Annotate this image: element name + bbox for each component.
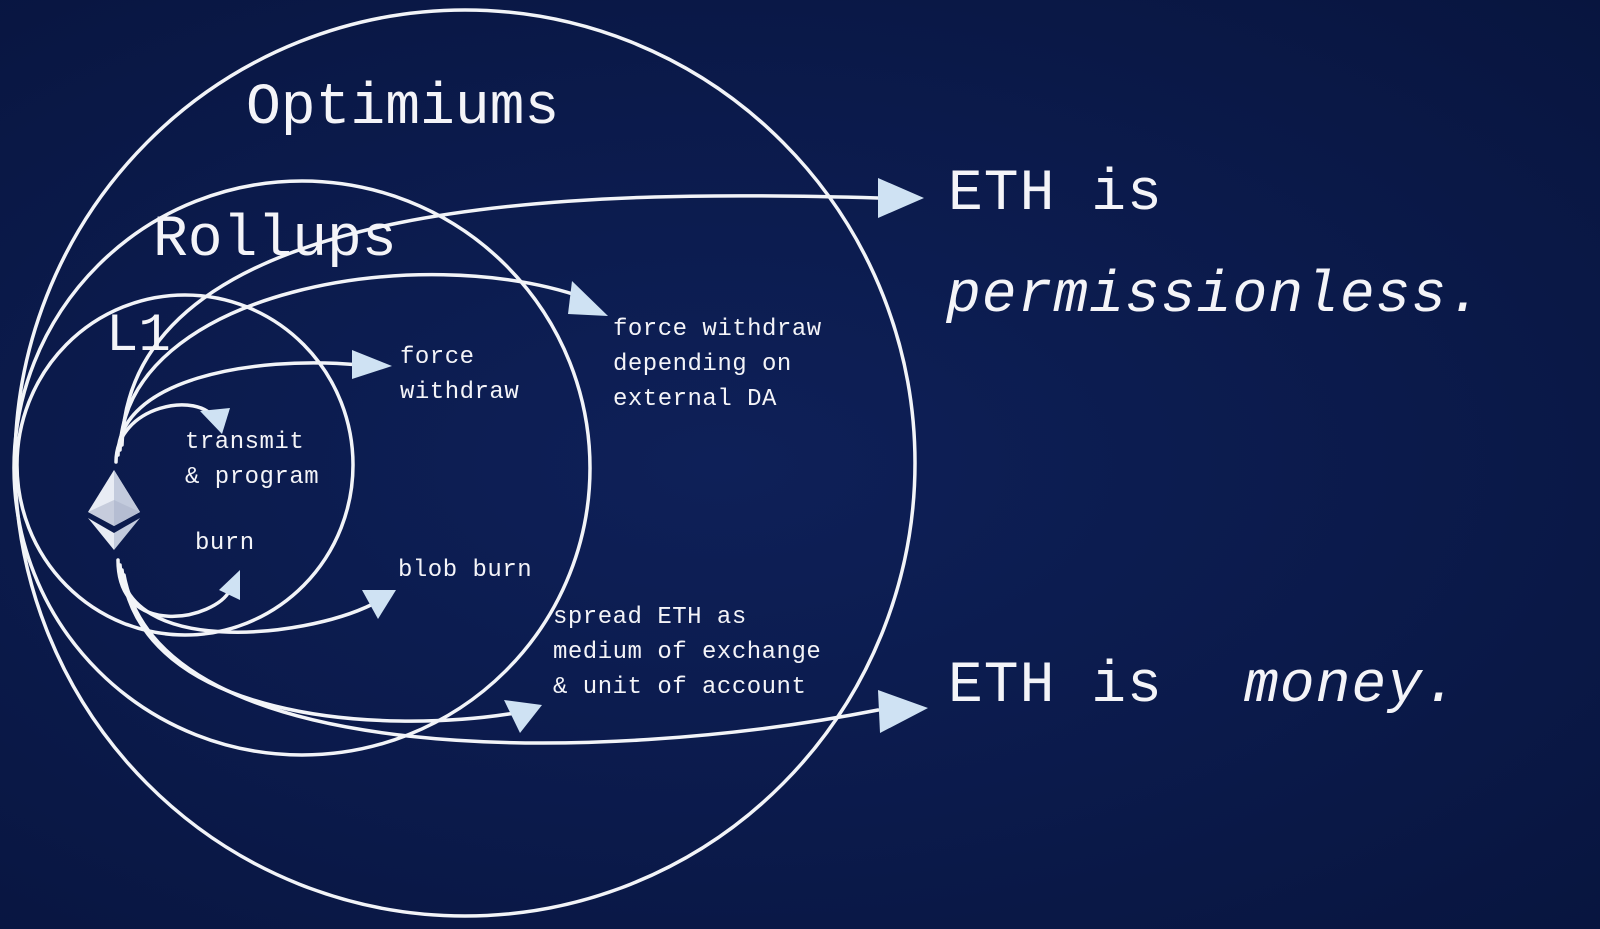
blob-burn-arrowhead [362,590,396,619]
rollups-ring [12,179,592,757]
force-withdraw-external-da-label: force withdraw depending on external DA [613,316,822,413]
permissionless-claim-prefix: ETH is [948,162,1163,227]
permissionless-claim-word: permissionless. [946,264,1484,329]
rollups-label: Rollups [153,208,397,273]
permissionless-arrowhead [878,178,924,218]
blob-burn-label: blob burn [398,557,533,584]
transmit-program-label: transmit & program [185,429,320,491]
spread-eth-label: spread ETH as medium of exchange & unit … [553,604,822,701]
force-withdraw-label: force withdraw [400,344,520,406]
force-withdraw-da-flow-curve [118,272,587,452]
force-withdraw-da-arrowhead [568,281,608,316]
optimiums-ring [13,8,917,918]
ethereum-diamond-icon [88,470,140,550]
l1-label: L1 [106,306,171,367]
optimiums-label: Optimiums [246,76,560,141]
money-claim-word: money. [1244,654,1459,719]
burn-arrowhead [219,570,240,600]
spread-eth-flow-curve [120,568,517,723]
transmit-arrowhead [200,408,230,434]
permissionless-flow-curve [120,194,880,447]
l1-ring [15,293,355,637]
burn-flow-curve [116,558,232,619]
spread-eth-arrowhead [504,700,542,733]
money-claim-prefix: ETH is [948,654,1163,719]
burn-label: burn [195,530,255,557]
money-arrowhead [878,690,928,733]
money-flow-curve [122,573,880,745]
force-withdraw-arrowhead [352,350,392,379]
